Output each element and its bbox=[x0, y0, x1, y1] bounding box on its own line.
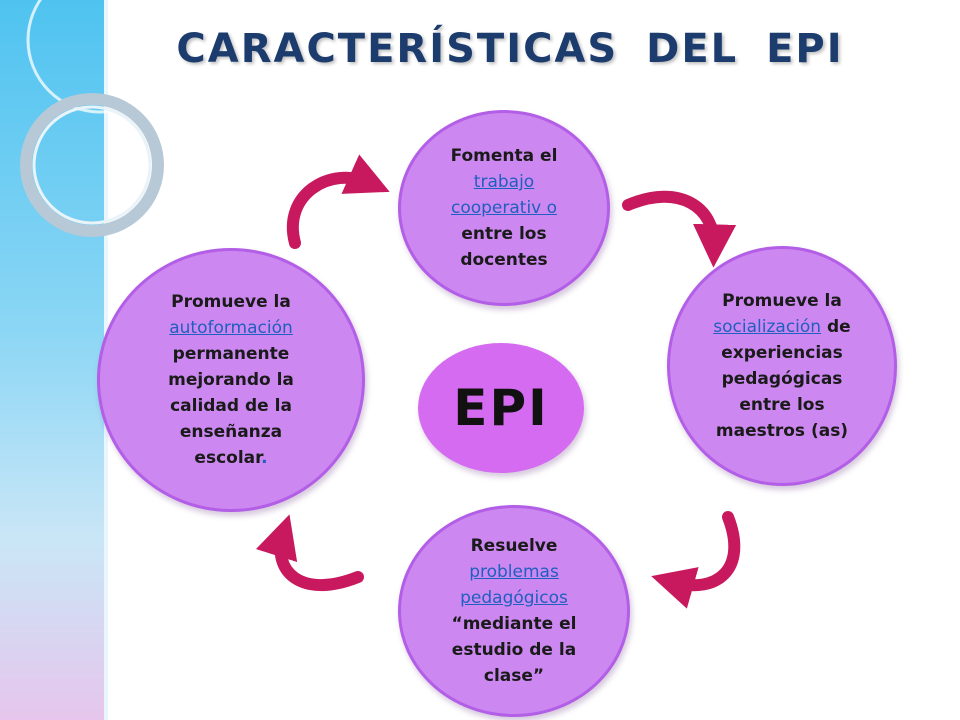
arrow-top-to-right bbox=[622, 190, 737, 268]
node-left-post: permanente mejorando la calidad de la en… bbox=[168, 344, 294, 468]
node-top-text: Fomenta el trabajo cooperativ o entre lo… bbox=[429, 143, 579, 273]
node-right-pre: Promueve la bbox=[722, 291, 842, 311]
node-top-pre: Fomenta el bbox=[450, 146, 558, 166]
node-left-link[interactable]: autoformación bbox=[169, 318, 293, 338]
node-bottom: Resuelve problemas pedagógicos “mediante… bbox=[398, 505, 630, 717]
arrow-bottom-to-left bbox=[255, 514, 364, 592]
ring-decoration bbox=[20, 0, 174, 237]
node-left-pre: Promueve la bbox=[171, 292, 291, 312]
node-right-text: Promueve la socialización de experiencia… bbox=[697, 288, 867, 444]
arrow-right-to-bottom bbox=[651, 511, 741, 609]
node-bottom-post: “mediante el estudio de la clase” bbox=[451, 614, 577, 686]
node-bottom-text: Resuelve problemas pedagógicos “mediante… bbox=[434, 533, 594, 689]
title-word-1: CARACTERÍSTICAS bbox=[176, 26, 619, 72]
center-label: EPI bbox=[453, 379, 549, 437]
node-right: Promueve la socialización de experiencia… bbox=[667, 246, 897, 486]
page-title: CARACTERÍSTICAS DEL EPI bbox=[120, 26, 900, 72]
node-left-text: Promueve la autoformación permanente mej… bbox=[144, 289, 319, 471]
node-top-post: entre los docentes bbox=[460, 224, 548, 270]
node-right-link[interactable]: socialización bbox=[713, 317, 822, 337]
node-right-post: de experiencias pedagógicas entre los ma… bbox=[715, 317, 851, 441]
node-top: Fomenta el trabajo cooperativ o entre lo… bbox=[398, 110, 610, 306]
arrow-left-to-top bbox=[287, 154, 390, 249]
center-epi-node: EPI bbox=[418, 343, 584, 473]
node-left-trail: . bbox=[261, 448, 268, 468]
title-word-2: DEL bbox=[646, 26, 739, 72]
node-left: Promueve la autoformación permanente mej… bbox=[97, 248, 365, 512]
title-word-3: EPI bbox=[766, 26, 844, 72]
node-bottom-link[interactable]: problemas pedagógicos bbox=[460, 562, 568, 608]
node-top-link[interactable]: trabajo cooperativ o bbox=[450, 172, 558, 218]
node-bottom-pre: Resuelve bbox=[470, 536, 558, 556]
